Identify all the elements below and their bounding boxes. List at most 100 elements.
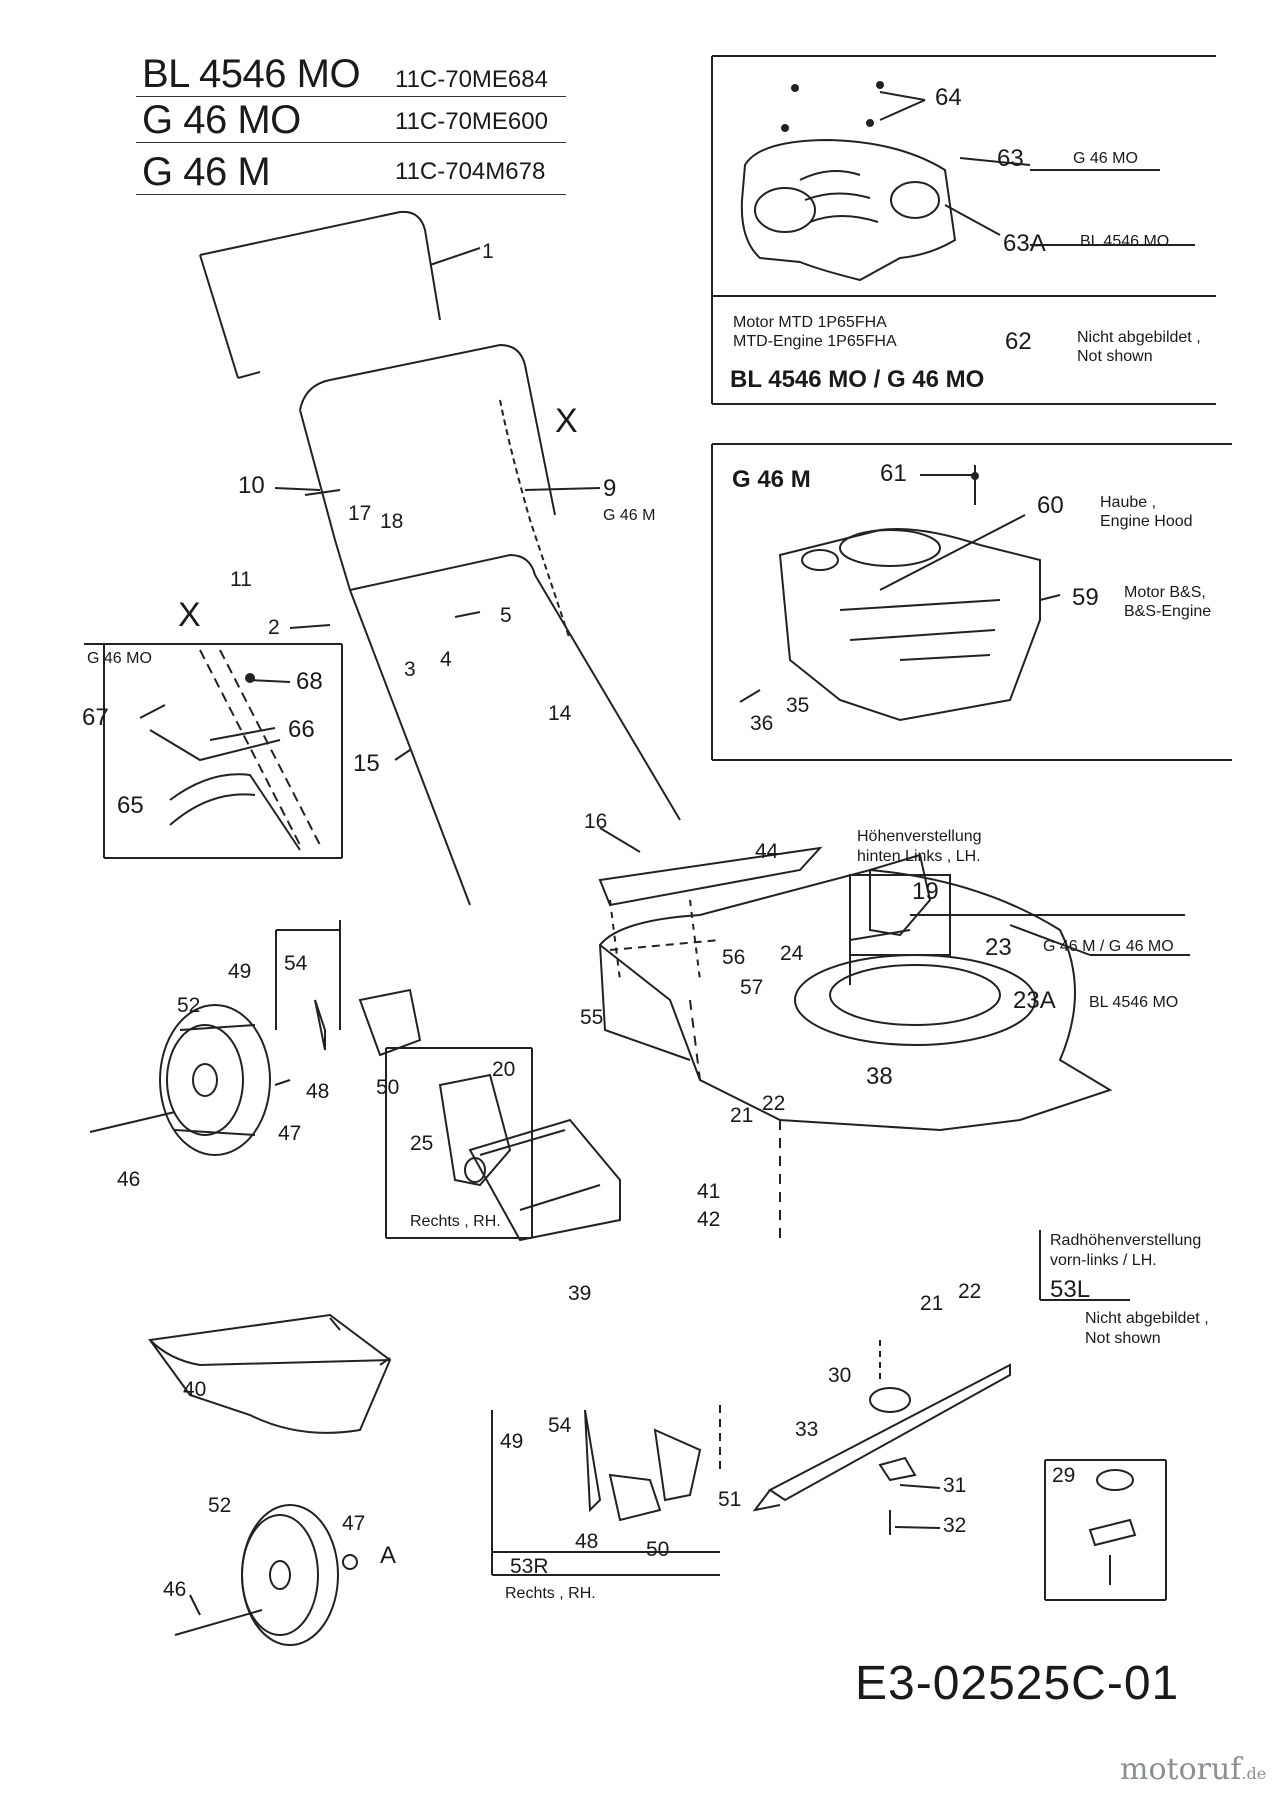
handle-assembly <box>199 210 681 906</box>
rear-height-de: Höhenverstellung <box>857 828 982 845</box>
engine-box <box>711 443 1232 761</box>
part-67: 67 <box>82 704 109 731</box>
part-59: 59 <box>1072 584 1099 611</box>
motor-mtd-de: Motor MTD 1P65FHA <box>733 314 887 331</box>
cover-models-title: BL 4546 MO / G 46 MO <box>730 366 985 393</box>
part-9: 9 <box>603 475 617 502</box>
part-5: 5 <box>500 604 512 627</box>
rear-height-en: hinten Links , LH. <box>857 848 981 865</box>
not-shown-en-53l: Not shown <box>1085 1330 1161 1347</box>
part-49-left: 49 <box>228 960 252 983</box>
left-wheel <box>89 920 422 1156</box>
part-56: 56 <box>722 946 746 969</box>
part-24: 24 <box>780 942 804 965</box>
motoruf-logo: motoruf.de <box>1120 1752 1266 1787</box>
part-61: 61 <box>880 460 907 487</box>
part-50-left: 50 <box>376 1076 400 1099</box>
model-code-2: 11C-70ME600 <box>395 108 548 135</box>
part-16: 16 <box>584 810 608 833</box>
front-height-box <box>1039 1230 1130 1301</box>
part-68: 68 <box>296 668 323 695</box>
part-62: 62 <box>1005 328 1032 355</box>
part-63-model: G 46 MO <box>1073 150 1138 167</box>
part-65: 65 <box>117 792 144 819</box>
part-44: 44 <box>755 840 779 863</box>
part-2: 2 <box>268 616 280 639</box>
x-marker-left: X <box>178 596 201 634</box>
part-60: 60 <box>1037 492 1064 519</box>
bracket-53r-side: Rechts , RH. <box>505 1585 596 1602</box>
bracket-20-side: Rechts , RH. <box>410 1213 501 1230</box>
logo-main: motoruf <box>1120 1752 1242 1787</box>
part-23: 23 <box>985 934 1012 961</box>
front-height-en: vorn-links / LH. <box>1050 1252 1157 1269</box>
front-height-de: Radhöhenverstellung <box>1050 1232 1202 1249</box>
part-52-left: 52 <box>177 994 201 1017</box>
engine-cover-box <box>711 55 1216 405</box>
part-53r: 53R <box>510 1555 549 1578</box>
part-22-lower: 22 <box>958 1280 982 1303</box>
part-19: 19 <box>912 878 939 905</box>
document-id: E3-02525C-01 <box>855 1657 1180 1710</box>
part-60-de: Haube , <box>1100 494 1157 511</box>
part-14: 14 <box>548 702 572 725</box>
grass-bag <box>148 1313 392 1434</box>
model-name-3: G 46 M <box>142 150 271 194</box>
part-38: 38 <box>866 1063 893 1090</box>
blade-kit-box <box>1044 1459 1167 1601</box>
logo-tld: .de <box>1241 1764 1267 1783</box>
part-41: 41 <box>697 1180 721 1203</box>
part-63a: 63A <box>1003 230 1046 257</box>
part-66: 66 <box>288 716 315 743</box>
model-code-1: 11C-70ME684 <box>395 66 548 93</box>
part-55: 55 <box>580 1006 604 1029</box>
part-49-53r: 49 <box>500 1430 524 1453</box>
part-4: 4 <box>440 648 452 671</box>
part-48-53r: 48 <box>575 1530 599 1553</box>
motor-mtd-en: MTD-Engine 1P65FHA <box>733 333 897 350</box>
not-shown-de-62: Nicht abgebildet , <box>1077 329 1201 346</box>
blade <box>752 1340 1011 1535</box>
model-name-1: BL 4546 MO <box>142 52 361 96</box>
part-59-en: B&S-Engine <box>1124 603 1212 620</box>
part-23a-model: BL 4546 MO <box>1089 994 1179 1011</box>
mower-deck <box>468 846 1190 1242</box>
part-35: 35 <box>786 694 810 717</box>
not-shown-en-62: Not shown <box>1077 348 1153 365</box>
part-50-53r: 50 <box>646 1538 670 1561</box>
part-36: 36 <box>750 712 774 735</box>
part-9-model: G 46 M <box>603 507 656 524</box>
model-name-2: G 46 MO <box>142 98 301 142</box>
not-shown-de-53l: Nicht abgebildet , <box>1085 1310 1209 1327</box>
part-20: 20 <box>492 1058 516 1081</box>
x-marker-handle: X <box>555 402 578 440</box>
part-42: 42 <box>697 1208 721 1231</box>
part-22-upper: 22 <box>762 1092 786 1115</box>
part-23-model: G 46 M / G 46 MO <box>1043 938 1174 955</box>
part-60-en: Engine Hood <box>1100 513 1193 530</box>
part-57: 57 <box>740 976 764 999</box>
part-63a-model: BL 4546 MO <box>1080 233 1170 250</box>
part-29: 29 <box>1052 1464 1076 1487</box>
part-53l: 53L <box>1050 1276 1091 1303</box>
part-46-bottom: 46 <box>163 1578 187 1601</box>
part-59-de: Motor B&S, <box>1124 584 1206 601</box>
part-10: 10 <box>238 472 265 499</box>
model-code-3: 11C-704M678 <box>395 158 546 185</box>
part-51: 51 <box>718 1488 742 1511</box>
bracket-53r-box <box>491 1405 721 1576</box>
part-63: 63 <box>997 145 1024 172</box>
part-46-left: 46 <box>117 1168 141 1191</box>
engine-shape <box>739 465 1061 722</box>
part-3: 3 <box>404 658 416 681</box>
part-18: 18 <box>380 510 404 533</box>
engine-box-title: G 46 M <box>732 466 811 493</box>
part-31: 31 <box>943 1474 967 1497</box>
part-32: 32 <box>943 1514 967 1537</box>
detail-a: A <box>380 1542 397 1569</box>
part-17: 17 <box>348 502 372 525</box>
part-23a: 23A <box>1013 987 1056 1014</box>
part-21-lower: 21 <box>920 1292 944 1315</box>
part-47-bottom: 47 <box>342 1512 366 1535</box>
